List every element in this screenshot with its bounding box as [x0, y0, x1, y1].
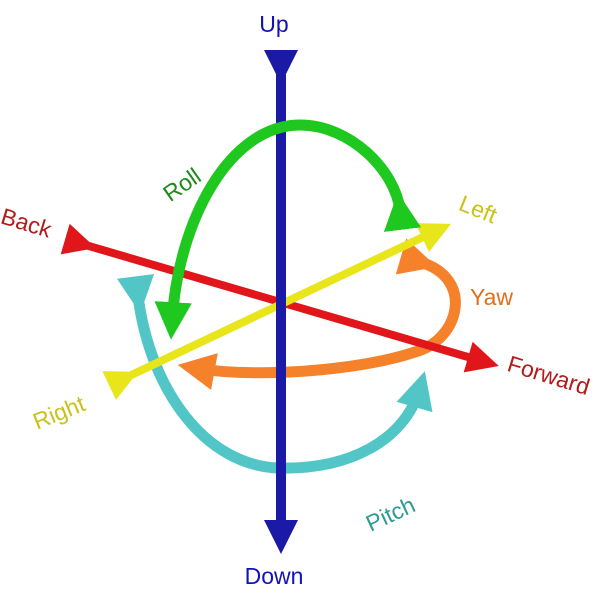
label-back: Back [0, 203, 55, 243]
roll-arc [154, 119, 422, 340]
label-forward: Forward [505, 350, 593, 400]
label-yaw: Yaw [470, 284, 513, 310]
label-left: Left [455, 190, 501, 229]
label-right: Right [29, 390, 89, 434]
label-up: Up [259, 11, 288, 37]
label-pitch: Pitch [362, 491, 419, 536]
label-down: Down [245, 563, 304, 589]
